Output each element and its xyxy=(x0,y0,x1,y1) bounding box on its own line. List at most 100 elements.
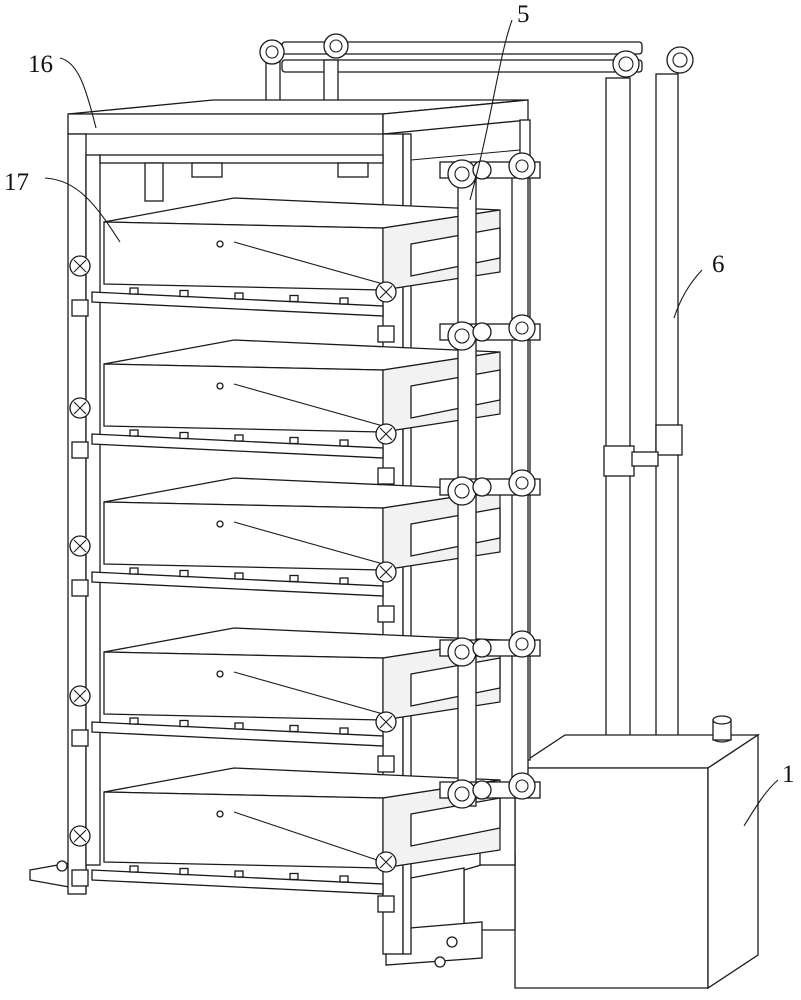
latch-cross xyxy=(379,565,393,579)
tray-front xyxy=(103,501,384,571)
tray-front xyxy=(103,791,384,869)
tray xyxy=(69,627,501,773)
tray-rail xyxy=(91,291,384,317)
pipe-coupling xyxy=(447,476,477,506)
pipe-coupling xyxy=(447,321,477,351)
tray-front xyxy=(103,221,384,291)
tray-rail xyxy=(91,869,384,895)
tray-front xyxy=(103,651,384,721)
latch-clip xyxy=(71,441,89,459)
latch-cross xyxy=(73,539,87,553)
tray-hole xyxy=(216,382,224,390)
tray xyxy=(69,477,501,623)
rail-tab xyxy=(179,867,189,876)
rail-tab xyxy=(289,574,299,583)
rail-tab xyxy=(339,727,349,735)
top-pipe-manifold xyxy=(259,33,694,117)
latch-clip xyxy=(71,729,89,747)
rail-tab xyxy=(129,865,139,873)
rail-tab xyxy=(129,429,139,437)
tray-rail xyxy=(91,721,384,747)
tray xyxy=(69,339,501,485)
pipe-coupling xyxy=(508,314,536,342)
pipe-coupling-inner xyxy=(515,321,529,335)
tray-rail xyxy=(91,433,384,459)
rail-tab xyxy=(234,292,244,300)
pipe-coupling-inner xyxy=(454,166,470,182)
latch-cross xyxy=(73,689,87,703)
rail-tab xyxy=(129,717,139,725)
label-5: 5 xyxy=(517,1,530,28)
pipe-coupling-inner xyxy=(515,779,529,793)
tray-hole xyxy=(216,520,224,528)
latch-cross xyxy=(379,855,393,869)
tray-inner-line xyxy=(233,671,384,715)
pipe-elbow xyxy=(472,477,492,497)
tray-inner-line xyxy=(233,811,384,863)
pipe-coupling-inner xyxy=(454,644,470,660)
pipe-coupling-inner xyxy=(515,637,529,651)
latch-cross xyxy=(73,829,87,843)
tray-front xyxy=(103,363,384,433)
latch-cross xyxy=(73,259,87,273)
pipe-coupling-inner xyxy=(454,483,470,499)
pipe-coupling xyxy=(508,630,536,658)
rail-tab xyxy=(179,719,189,728)
tray-inner-line xyxy=(233,521,384,565)
side-pipe-column xyxy=(439,152,541,809)
latch-clip xyxy=(377,325,395,343)
rail-tab xyxy=(179,431,189,440)
label-6: 6 xyxy=(712,251,725,278)
rail-tab xyxy=(234,722,244,730)
rail-tab xyxy=(234,870,244,878)
pipe-coupling xyxy=(508,772,536,800)
pipe-coupling xyxy=(447,637,477,667)
pipe-elbow xyxy=(472,638,492,658)
tray-hole xyxy=(216,810,224,818)
riser-pipes xyxy=(603,73,683,769)
callout-labels: 16 17 5 6 1 xyxy=(4,1,795,788)
rail-tab xyxy=(129,567,139,575)
latch-cross xyxy=(73,401,87,415)
rail-tab xyxy=(234,434,244,442)
latch-clip xyxy=(71,869,89,887)
tray-inner-line xyxy=(233,383,384,427)
pipe-coupling xyxy=(447,779,477,809)
rail-tab xyxy=(339,439,349,447)
latch-cross xyxy=(379,427,393,441)
pipe-coupling-inner xyxy=(515,476,529,490)
rail-tab xyxy=(179,289,189,298)
label-17: 17 xyxy=(4,169,29,196)
latch-clip xyxy=(377,467,395,485)
rail-tab xyxy=(289,724,299,733)
rail-tab xyxy=(289,872,299,881)
rail-tab xyxy=(234,572,244,580)
rail-tab xyxy=(179,569,189,578)
latch-clip xyxy=(377,895,395,913)
tray-hole xyxy=(216,670,224,678)
rail-tab xyxy=(289,294,299,303)
pipe-coupling xyxy=(447,159,477,189)
rail-tab xyxy=(339,577,349,585)
pipe-coupling xyxy=(508,152,536,180)
pipe-elbow xyxy=(472,780,492,800)
rail-tab xyxy=(339,297,349,305)
label-16: 16 xyxy=(28,51,53,78)
pipe-coupling-inner xyxy=(515,159,529,173)
rail-tab xyxy=(129,287,139,295)
tray-hole xyxy=(216,240,224,248)
tray-inner-line xyxy=(233,241,384,285)
latch-cross xyxy=(379,285,393,299)
rail-tab xyxy=(339,875,349,883)
latch-cross xyxy=(379,715,393,729)
tray xyxy=(69,197,501,343)
pipe-elbow xyxy=(472,160,492,180)
pipe-coupling xyxy=(508,469,536,497)
latch-clip xyxy=(377,605,395,623)
latch-clip xyxy=(71,299,89,317)
tray-rail xyxy=(91,571,384,597)
leader-lines xyxy=(44,19,779,827)
latch-clip xyxy=(377,755,395,773)
tank-box xyxy=(512,715,761,990)
